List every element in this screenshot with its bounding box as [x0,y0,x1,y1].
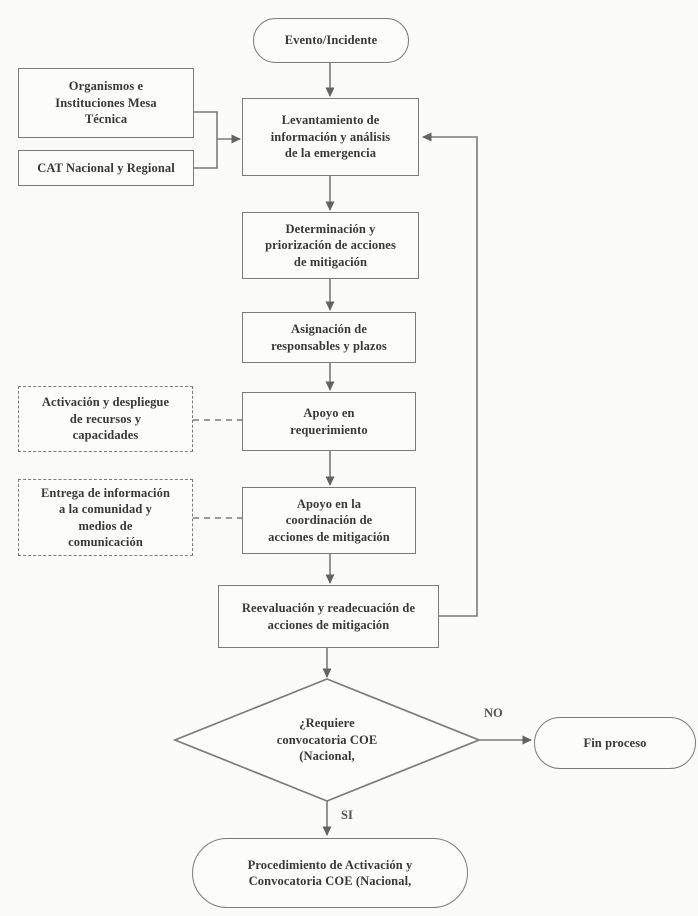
activacion-dashed-box: Activación y despliegue de recursos y ca… [18,386,193,452]
determinacion-box: Determinación y priorización de acciones… [242,212,419,279]
apoyo-requerimiento-box: Apoyo en requerimiento [242,392,416,451]
connector-feedback-loop [422,132,478,617]
end-terminal: Fin proceso [534,717,696,769]
apoyo-coordinacion-box: Apoyo en la coordinación de acciones de … [242,487,416,554]
no-branch-label: NO [484,706,503,720]
si-branch-label: SI [341,808,353,822]
entrega-dashed-box: Entrega de información a la comunidad y … [18,479,193,556]
decision-diamond-label: ¿Requiere convocatoria COE (Nacional, [276,716,378,764]
cat-box: CAT Nacional y Regional [18,150,194,186]
asignacion-box: Asignación de responsables y plazos [242,312,416,363]
organismos-box: Organismos e Instituciones Mesa Técnica [18,68,194,138]
reevaluacion-box: Reevaluación y readecuación de acciones … [218,585,439,648]
levantamiento-box: Levantamiento de información y análisis … [242,98,419,176]
start-terminal: Evento/Incidente [253,18,409,63]
procedure-terminal: Procedimiento de Activación y Convocator… [192,838,468,908]
